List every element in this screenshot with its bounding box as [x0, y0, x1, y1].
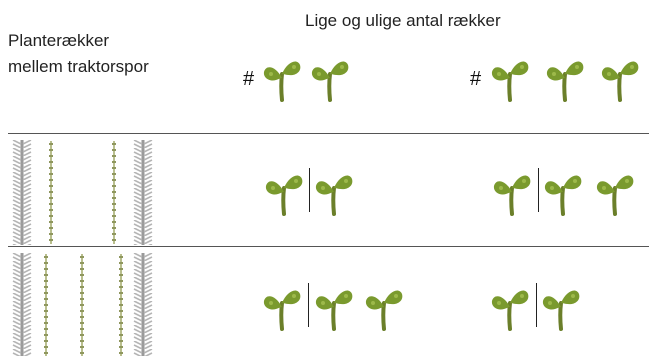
separator-line: [8, 133, 649, 134]
row-divider: [536, 283, 537, 327]
tractor-track-icon: [133, 253, 153, 356]
sprout-icon: [600, 59, 640, 102]
plant-row-line: [44, 254, 48, 356]
row-divider: [308, 283, 309, 327]
sprout-icon: [490, 59, 530, 102]
separator-line: [8, 246, 649, 247]
tractor-track-icon: [12, 140, 32, 245]
left-title-line1: Planterækker: [8, 31, 110, 50]
tractor-track-icon: [133, 140, 153, 245]
sprout-icon: [314, 173, 354, 216]
column-2-symbol: #: [470, 68, 482, 90]
sprout-icon: [492, 173, 532, 216]
row-divider: [309, 168, 310, 212]
plant-row-line: [80, 254, 84, 356]
sprout-icon: [262, 59, 302, 102]
plant-row-line: [119, 254, 123, 356]
sprout-icon: [310, 59, 350, 102]
center-title: Lige og ulige antal rækker: [305, 11, 501, 30]
sprout-icon: [364, 288, 404, 331]
column-1-symbol: #: [243, 68, 255, 90]
tractor-track-icon: [12, 253, 32, 356]
sprout-icon: [264, 173, 304, 216]
row-divider: [538, 168, 539, 212]
left-title-line2: mellem traktorspor: [8, 57, 149, 76]
plant-row-line: [49, 141, 53, 244]
sprout-icon: [543, 173, 583, 216]
sprout-icon: [541, 288, 581, 331]
sprout-icon: [595, 173, 635, 216]
plant-row-line: [112, 141, 116, 244]
sprout-icon: [490, 288, 530, 331]
sprout-icon: [314, 288, 354, 331]
sprout-icon: [545, 59, 585, 102]
sprout-icon: [262, 288, 302, 331]
